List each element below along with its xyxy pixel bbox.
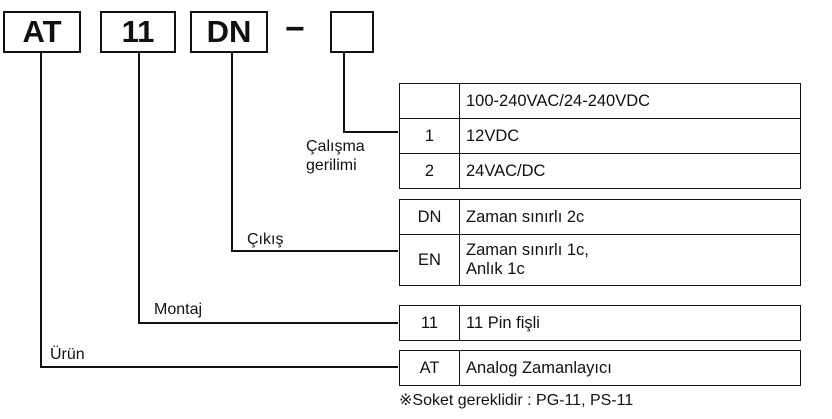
code-box-output: DN	[190, 11, 268, 53]
table-cell-code: DN	[399, 199, 460, 235]
connector-output	[231, 250, 398, 252]
table-cell-desc: Analog Zamanlayıcı	[459, 350, 801, 386]
voltage-table: 100-240VAC/24-240VDC 1 12VDC 2 24VAC/DC	[399, 83, 801, 189]
product-table: AT Analog Zamanlayıcı	[399, 350, 801, 386]
label-voltage-line2: gerilimi	[306, 157, 357, 174]
code-separator: −	[285, 10, 305, 48]
table-cell-desc: Zaman sınırlı 1c, Anlık 1c	[459, 234, 801, 286]
connector-voltage	[343, 53, 345, 132]
table-cell-desc: 24VAC/DC	[459, 153, 801, 189]
connector-product	[40, 53, 42, 367]
table-row: 11 11 Pin fişli	[399, 305, 801, 341]
table-row: 2 24VAC/DC	[399, 153, 801, 189]
mount-table: 11 11 Pin fişli	[399, 305, 801, 341]
code-box-voltage	[330, 11, 374, 53]
socket-note: ※Soket gereklidir : PG-11, PS-11	[399, 392, 634, 409]
connector-voltage	[343, 131, 398, 133]
label-output: Çıkış	[247, 231, 284, 248]
table-cell-code: EN	[399, 234, 460, 286]
table-cell-code: 2	[399, 153, 460, 189]
label-voltage-line1: Çalışma	[306, 138, 365, 155]
code-box-mount: 11	[100, 11, 176, 53]
desc-line: Anlık 1c	[466, 260, 525, 278]
table-cell-code: 1	[399, 118, 460, 154]
desc-line: Zaman sınırlı 1c,	[466, 241, 589, 259]
table-cell-code	[399, 83, 460, 119]
table-cell-code: AT	[399, 350, 460, 386]
connector-mount	[138, 53, 140, 323]
table-row: EN Zaman sınırlı 1c, Anlık 1c	[399, 234, 801, 286]
output-table: DN Zaman sınırlı 2c EN Zaman sınırlı 1c,…	[399, 199, 801, 286]
label-mount: Montaj	[154, 301, 203, 318]
table-row: 100-240VAC/24-240VDC	[399, 83, 801, 119]
label-product: Ürün	[50, 346, 85, 363]
table-row: 1 12VDC	[399, 118, 801, 154]
connector-product	[40, 366, 398, 368]
table-cell-desc: 11 Pin fişli	[459, 305, 801, 341]
connector-mount	[138, 322, 398, 324]
code-box-product: AT	[3, 11, 81, 53]
connector-output	[231, 53, 233, 251]
table-row: DN Zaman sınırlı 2c	[399, 199, 801, 235]
table-cell-desc: 12VDC	[459, 118, 801, 154]
table-cell-desc: Zaman sınırlı 2c	[459, 199, 801, 235]
table-cell-desc: 100-240VAC/24-240VDC	[459, 83, 801, 119]
table-row: AT Analog Zamanlayıcı	[399, 350, 801, 386]
table-cell-code: 11	[399, 305, 460, 341]
